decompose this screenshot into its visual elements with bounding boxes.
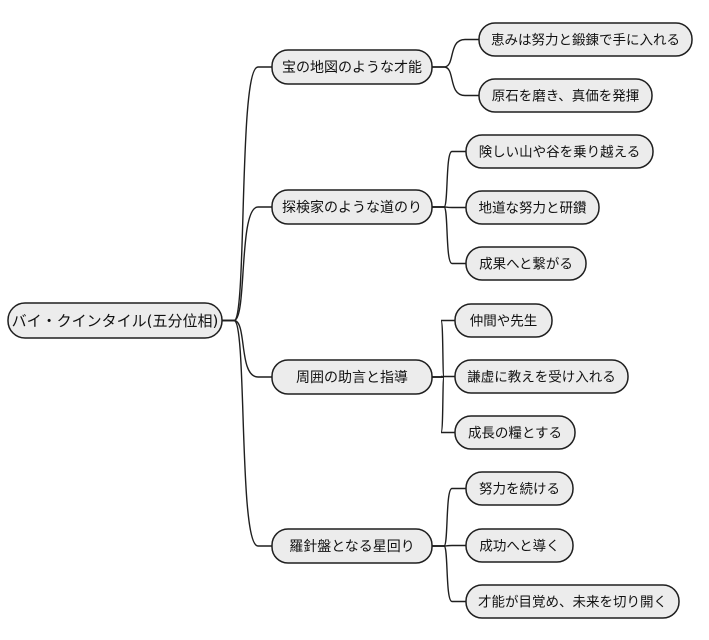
leaf-node[interactable]: 成果へと繋がる	[465, 246, 587, 281]
root-node[interactable]: バイ・クインタイル(五分位相)	[7, 302, 223, 339]
node-label: 成長の糧とする	[468, 426, 562, 442]
edge-branch-to-leaf	[431, 38, 480, 68]
node-label: 成功へと導く	[479, 539, 559, 555]
node-label: 恵みは努力と鍛錬で手に入れる	[491, 33, 680, 49]
edge-branch-to-leaf	[431, 150, 467, 208]
node-label: 仲間や先生	[470, 314, 538, 330]
node-shape	[478, 22, 693, 57]
node-shape	[454, 303, 553, 338]
leaf-node[interactable]: 仲間や先生	[454, 303, 553, 338]
node-shape	[271, 189, 433, 225]
node-shape	[465, 528, 574, 563]
node-shape	[465, 584, 680, 619]
node-shape	[465, 471, 574, 506]
node-shape	[465, 134, 654, 169]
leaf-node[interactable]: 謙虚に教えを受け入れる	[454, 359, 629, 394]
edge-root-to-branch	[221, 206, 273, 322]
leaf-node[interactable]: 原石を磨き、真価を発揮	[478, 78, 653, 113]
leaf-node[interactable]: 努力を続ける	[465, 471, 574, 506]
node-shape	[271, 528, 433, 564]
node-shape	[478, 78, 653, 113]
node-shape	[7, 302, 223, 339]
node-shape	[465, 190, 600, 225]
leaf-node[interactable]: 才能が目覚め、未来を切り開く	[465, 584, 680, 619]
edge-branch-to-leaf	[431, 66, 480, 97]
edge-root-to-branch	[221, 319, 273, 547]
leaf-node[interactable]: 成長の糧とする	[454, 415, 576, 450]
node-label: 探検家のような道のり	[282, 199, 422, 216]
node-label: 険しい山や谷を乗り越える	[479, 145, 641, 161]
node-label: 羅針盤となる星回り	[289, 539, 415, 555]
node-label: 地道な努力と研鑽	[479, 201, 587, 217]
node-shape	[454, 415, 576, 450]
leaf-node[interactable]: 地道な努力と研鑽	[465, 190, 600, 225]
edge-branch-to-leaf	[431, 487, 467, 547]
edge-branch-to-leaf	[431, 206, 467, 265]
branch-node[interactable]: 周囲の助言と指導	[271, 359, 433, 395]
edge-branch-to-leaf	[431, 545, 467, 603]
node-shape	[271, 359, 433, 395]
node-shape	[271, 49, 433, 85]
node-label: 成果へと繋がる	[479, 257, 573, 273]
node-shape	[465, 246, 587, 281]
edge-branch-to-leaf	[431, 319, 456, 378]
edge-root-to-branch	[221, 66, 273, 322]
leaf-node[interactable]: 険しい山や谷を乗り越える	[465, 134, 654, 169]
node-layer: バイ・クインタイル(五分位相) 宝の地図のような才能 恵みは努力と鍛錬で手に入れる原…	[7, 22, 693, 619]
node-label: 周囲の助言と指導	[296, 370, 408, 386]
node-label: バイ・クインタイル(五分位相)	[12, 312, 219, 330]
leaf-node[interactable]: 恵みは努力と鍛錬で手に入れる	[478, 22, 693, 57]
node-label: 原石を磨き、真価を発揮	[492, 89, 640, 105]
node-label: 宝の地図のような才能	[282, 60, 422, 76]
node-label: 才能が目覚め、未来を切り開く	[478, 595, 667, 611]
branch-node[interactable]: 羅針盤となる星回り	[271, 528, 433, 564]
edge-layer	[221, 38, 480, 603]
branch-node[interactable]: 探検家のような道のり	[271, 189, 433, 225]
node-label: 努力を続ける	[479, 482, 560, 498]
node-label: 謙虚に教えを受け入れる	[467, 370, 616, 386]
branch-node[interactable]: 宝の地図のような才能	[271, 49, 433, 85]
node-shape	[454, 359, 629, 394]
leaf-node[interactable]: 成功へと導く	[465, 528, 574, 563]
edge-root-to-branch	[221, 319, 273, 378]
edge-branch-to-leaf	[431, 376, 456, 434]
